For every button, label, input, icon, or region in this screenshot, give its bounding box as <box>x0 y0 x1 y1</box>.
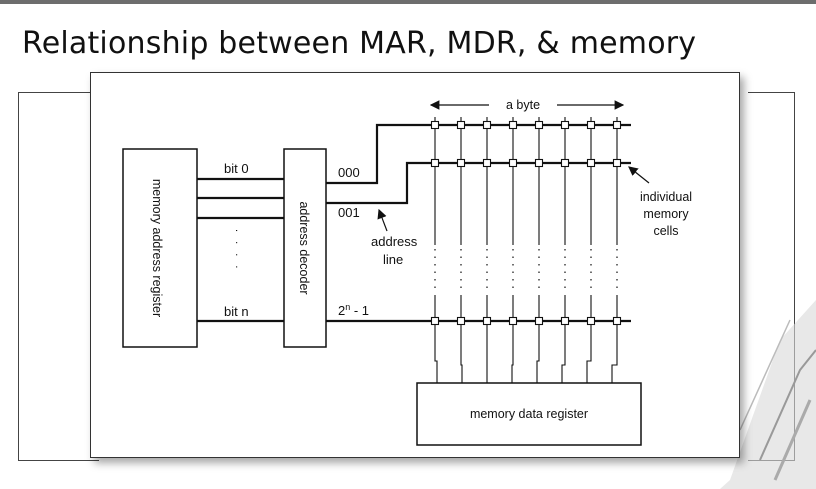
bit-n-label: bit n <box>224 304 249 319</box>
memory-cell <box>482 158 492 168</box>
memory-cell <box>456 120 466 130</box>
address-line-label-2: line <box>383 252 403 267</box>
memory-cell <box>560 120 570 130</box>
memory-cell <box>586 316 596 326</box>
memory-cell <box>482 120 492 130</box>
memory-cell <box>508 120 518 130</box>
data-line-to-mdr <box>611 351 618 383</box>
mdr-label: memory data register <box>470 407 588 421</box>
memory-cells-label-3: cells <box>653 224 678 238</box>
background-sketch-image <box>720 300 816 489</box>
memory-cells-arrow <box>628 166 650 184</box>
memory-cells-label-1: individual <box>640 190 692 204</box>
addr-last-label: 2n - 1 <box>338 302 369 318</box>
bit-lines-ellipsis: . . . . <box>233 229 245 271</box>
memory-cell <box>430 158 440 168</box>
memory-diagram-figure: memory address register bit 0 bit n . . … <box>90 72 740 458</box>
address-line-label-1: address <box>371 234 418 249</box>
memory-cell <box>430 120 440 130</box>
address-decoder-box <box>283 148 327 348</box>
memory-cell <box>534 316 544 326</box>
memory-cells-label-2: memory <box>643 207 689 221</box>
memory-cell <box>482 316 492 326</box>
memory-cell <box>612 316 622 326</box>
slide-title: Relationship between MAR, MDR, & memory <box>22 26 697 61</box>
memory-cell <box>456 316 466 326</box>
background-frame-left <box>18 92 99 461</box>
data-line-to-mdr <box>561 351 566 383</box>
memory-cell <box>560 316 570 326</box>
data-line-to-mdr <box>460 351 463 383</box>
memory-cell <box>430 316 440 326</box>
data-line-to-mdr <box>586 351 592 383</box>
top-rule <box>0 0 816 4</box>
addr-000-label: 000 <box>338 165 360 180</box>
memory-cell <box>560 158 570 168</box>
mar-box <box>122 148 198 348</box>
addr-001-label: 001 <box>338 205 360 220</box>
mdr-box <box>416 382 642 446</box>
memory-cell <box>612 120 622 130</box>
memory-cell <box>586 158 596 168</box>
bit-0-label: bit 0 <box>224 161 249 176</box>
bit-lines <box>197 177 284 323</box>
memory-cell <box>508 316 518 326</box>
memory-diagram: memory address register bit 0 bit n . . … <box>122 98 692 446</box>
memory-cell <box>612 158 622 168</box>
memory-cell-grid <box>430 117 622 383</box>
memory-cell <box>456 158 466 168</box>
byte-label: a byte <box>506 98 540 112</box>
memory-cell <box>508 158 518 168</box>
mar-label: memory address register <box>150 179 164 317</box>
address-lines <box>326 123 631 323</box>
data-line-to-mdr <box>536 351 540 383</box>
memory-cell <box>534 158 544 168</box>
data-line-to-mdr <box>511 351 514 383</box>
memory-cell <box>586 120 596 130</box>
data-line-to-mdr <box>434 351 438 383</box>
address-decoder-label: address decoder <box>297 201 311 294</box>
address-line-arrow <box>377 208 388 232</box>
memory-cell <box>534 120 544 130</box>
